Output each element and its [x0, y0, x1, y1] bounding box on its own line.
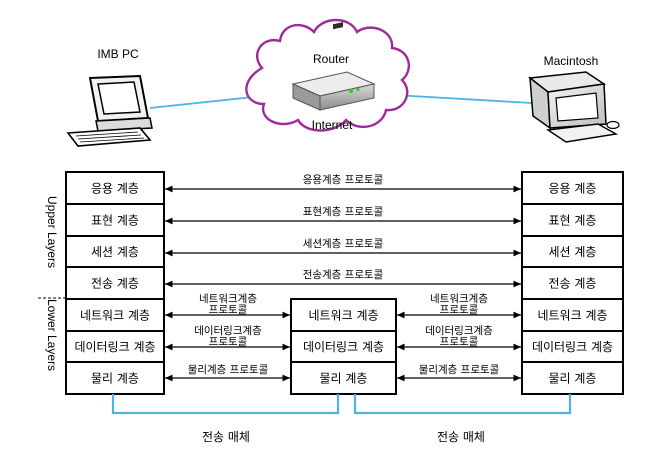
upper-layers-label: Upper Layers	[45, 196, 59, 268]
right-transmission-line	[353, 394, 572, 415]
right-layer-label: 표현 계층	[549, 214, 597, 228]
right-layer-box	[521, 266, 624, 300]
right-lower-protocol-label: 네트워크계층	[430, 292, 488, 305]
upper-protocol-label: 응용계층 프로토콜	[303, 174, 384, 186]
middle-layer-box	[290, 330, 397, 363]
right-layer-label: 물리 계층	[549, 372, 597, 386]
right-layer-0: 응용 계층	[521, 171, 624, 205]
right-layer-4: 네트워크 계층	[521, 298, 624, 332]
macintosh-icon	[528, 71, 620, 143]
mac-label: Macintosh	[544, 54, 599, 68]
left-lower-protocol-label: 프로토콜	[209, 336, 248, 348]
left-media-label: 전송 매체	[202, 430, 250, 444]
left-lower-protocol-label: 네트워크계층	[199, 292, 257, 305]
right-media-label: 전송 매체	[437, 430, 485, 444]
right-layer-label: 세션 계층	[549, 245, 597, 259]
left-layer-5: 데이터링크 계층	[65, 330, 165, 363]
right-layer-5: 데이터링크 계층	[521, 330, 624, 363]
left-layer-6: 물리 계층	[65, 361, 165, 395]
router-status-light	[348, 88, 354, 94]
network-illustration: IMB PC Macintosh Router Internet	[66, 18, 620, 147]
left-layer-label: 응용 계층	[91, 182, 139, 196]
right-layer-box	[521, 171, 624, 205]
left-layer-4: 네트워크 계층	[65, 298, 165, 332]
right-lower-protocol-label: 프로토콜	[440, 304, 479, 316]
router-icon	[291, 22, 376, 111]
pc-label: IMB PC	[97, 47, 139, 61]
upper-protocol-label: 세션계층 프로토콜	[303, 238, 384, 250]
left-layer-0: 응용 계층	[65, 171, 165, 205]
internet-label: Internet	[312, 118, 353, 132]
left-layer-label: 물리 계층	[91, 372, 139, 386]
middle-layer-label: 네트워크 계층	[308, 309, 378, 323]
left-layer-box	[65, 266, 165, 300]
right-lower-protocol-label: 프로토콜	[440, 336, 479, 348]
lower-layers-label: Lower Layers	[45, 299, 59, 371]
right-layer-box	[521, 203, 624, 237]
right-layer-2: 세션 계층	[521, 235, 624, 268]
middle-layer-2: 물리 계층	[290, 361, 397, 395]
left-lower-protocol-label: 프로토콜	[209, 304, 248, 316]
left-layer-box	[65, 171, 165, 205]
left-layer-box	[65, 203, 165, 237]
left-layer-label: 전송 계층	[91, 277, 139, 291]
middle-layer-box	[290, 298, 397, 332]
upper-protocol-label: 전송계층 프로토콜	[303, 269, 384, 281]
ibm-pc-icon	[66, 74, 153, 147]
internet-cloud-icon	[245, 18, 411, 132]
right-layer-1: 표현 계층	[521, 203, 624, 237]
right-layer-box	[521, 298, 624, 332]
left-lower-protocol-label: 물리계층 프로토콜	[188, 364, 269, 376]
left-layer-label: 데이터링크 계층	[74, 340, 155, 354]
left-layer-3: 전송 계층	[65, 266, 165, 300]
right-layer-label: 네트워크 계층	[537, 309, 607, 323]
right-layer-label: 전송 계층	[549, 277, 597, 291]
left-layer-label: 표현 계층	[91, 214, 139, 228]
upper-protocol-label: 표현계층 프로토콜	[303, 206, 384, 218]
middle-layer-label: 데이터링크 계층	[303, 340, 384, 354]
middle-layer-0: 네트워크 계층	[290, 298, 397, 332]
middle-layer-label: 물리 계층	[320, 372, 368, 386]
left-layer-box	[65, 361, 165, 395]
router-label: Router	[313, 52, 349, 66]
right-layer-label: 데이터링크 계층	[532, 340, 613, 354]
right-layer-box	[521, 235, 624, 268]
left-layer-1: 표현 계층	[65, 203, 165, 237]
right-layer-3: 전송 계층	[521, 266, 624, 300]
middle-layer-1: 데이터링크 계층	[290, 330, 397, 363]
left-layer-label: 네트워크 계층	[80, 309, 150, 323]
left-lower-protocol-label: 데이터링크계층	[194, 325, 262, 337]
right-layer-box	[521, 361, 624, 395]
left-transmission-line	[111, 394, 340, 415]
left-layer-label: 세션 계층	[91, 245, 139, 259]
right-lower-protocol-label: 물리계층 프로토콜	[419, 364, 500, 376]
middle-layer-box	[290, 361, 397, 395]
right-lower-protocol-label: 데이터링크계층	[425, 325, 493, 337]
right-layer-label: 응용 계층	[549, 182, 597, 196]
right-layer-6: 물리 계층	[521, 361, 624, 395]
left-layer-2: 세션 계층	[65, 235, 165, 268]
